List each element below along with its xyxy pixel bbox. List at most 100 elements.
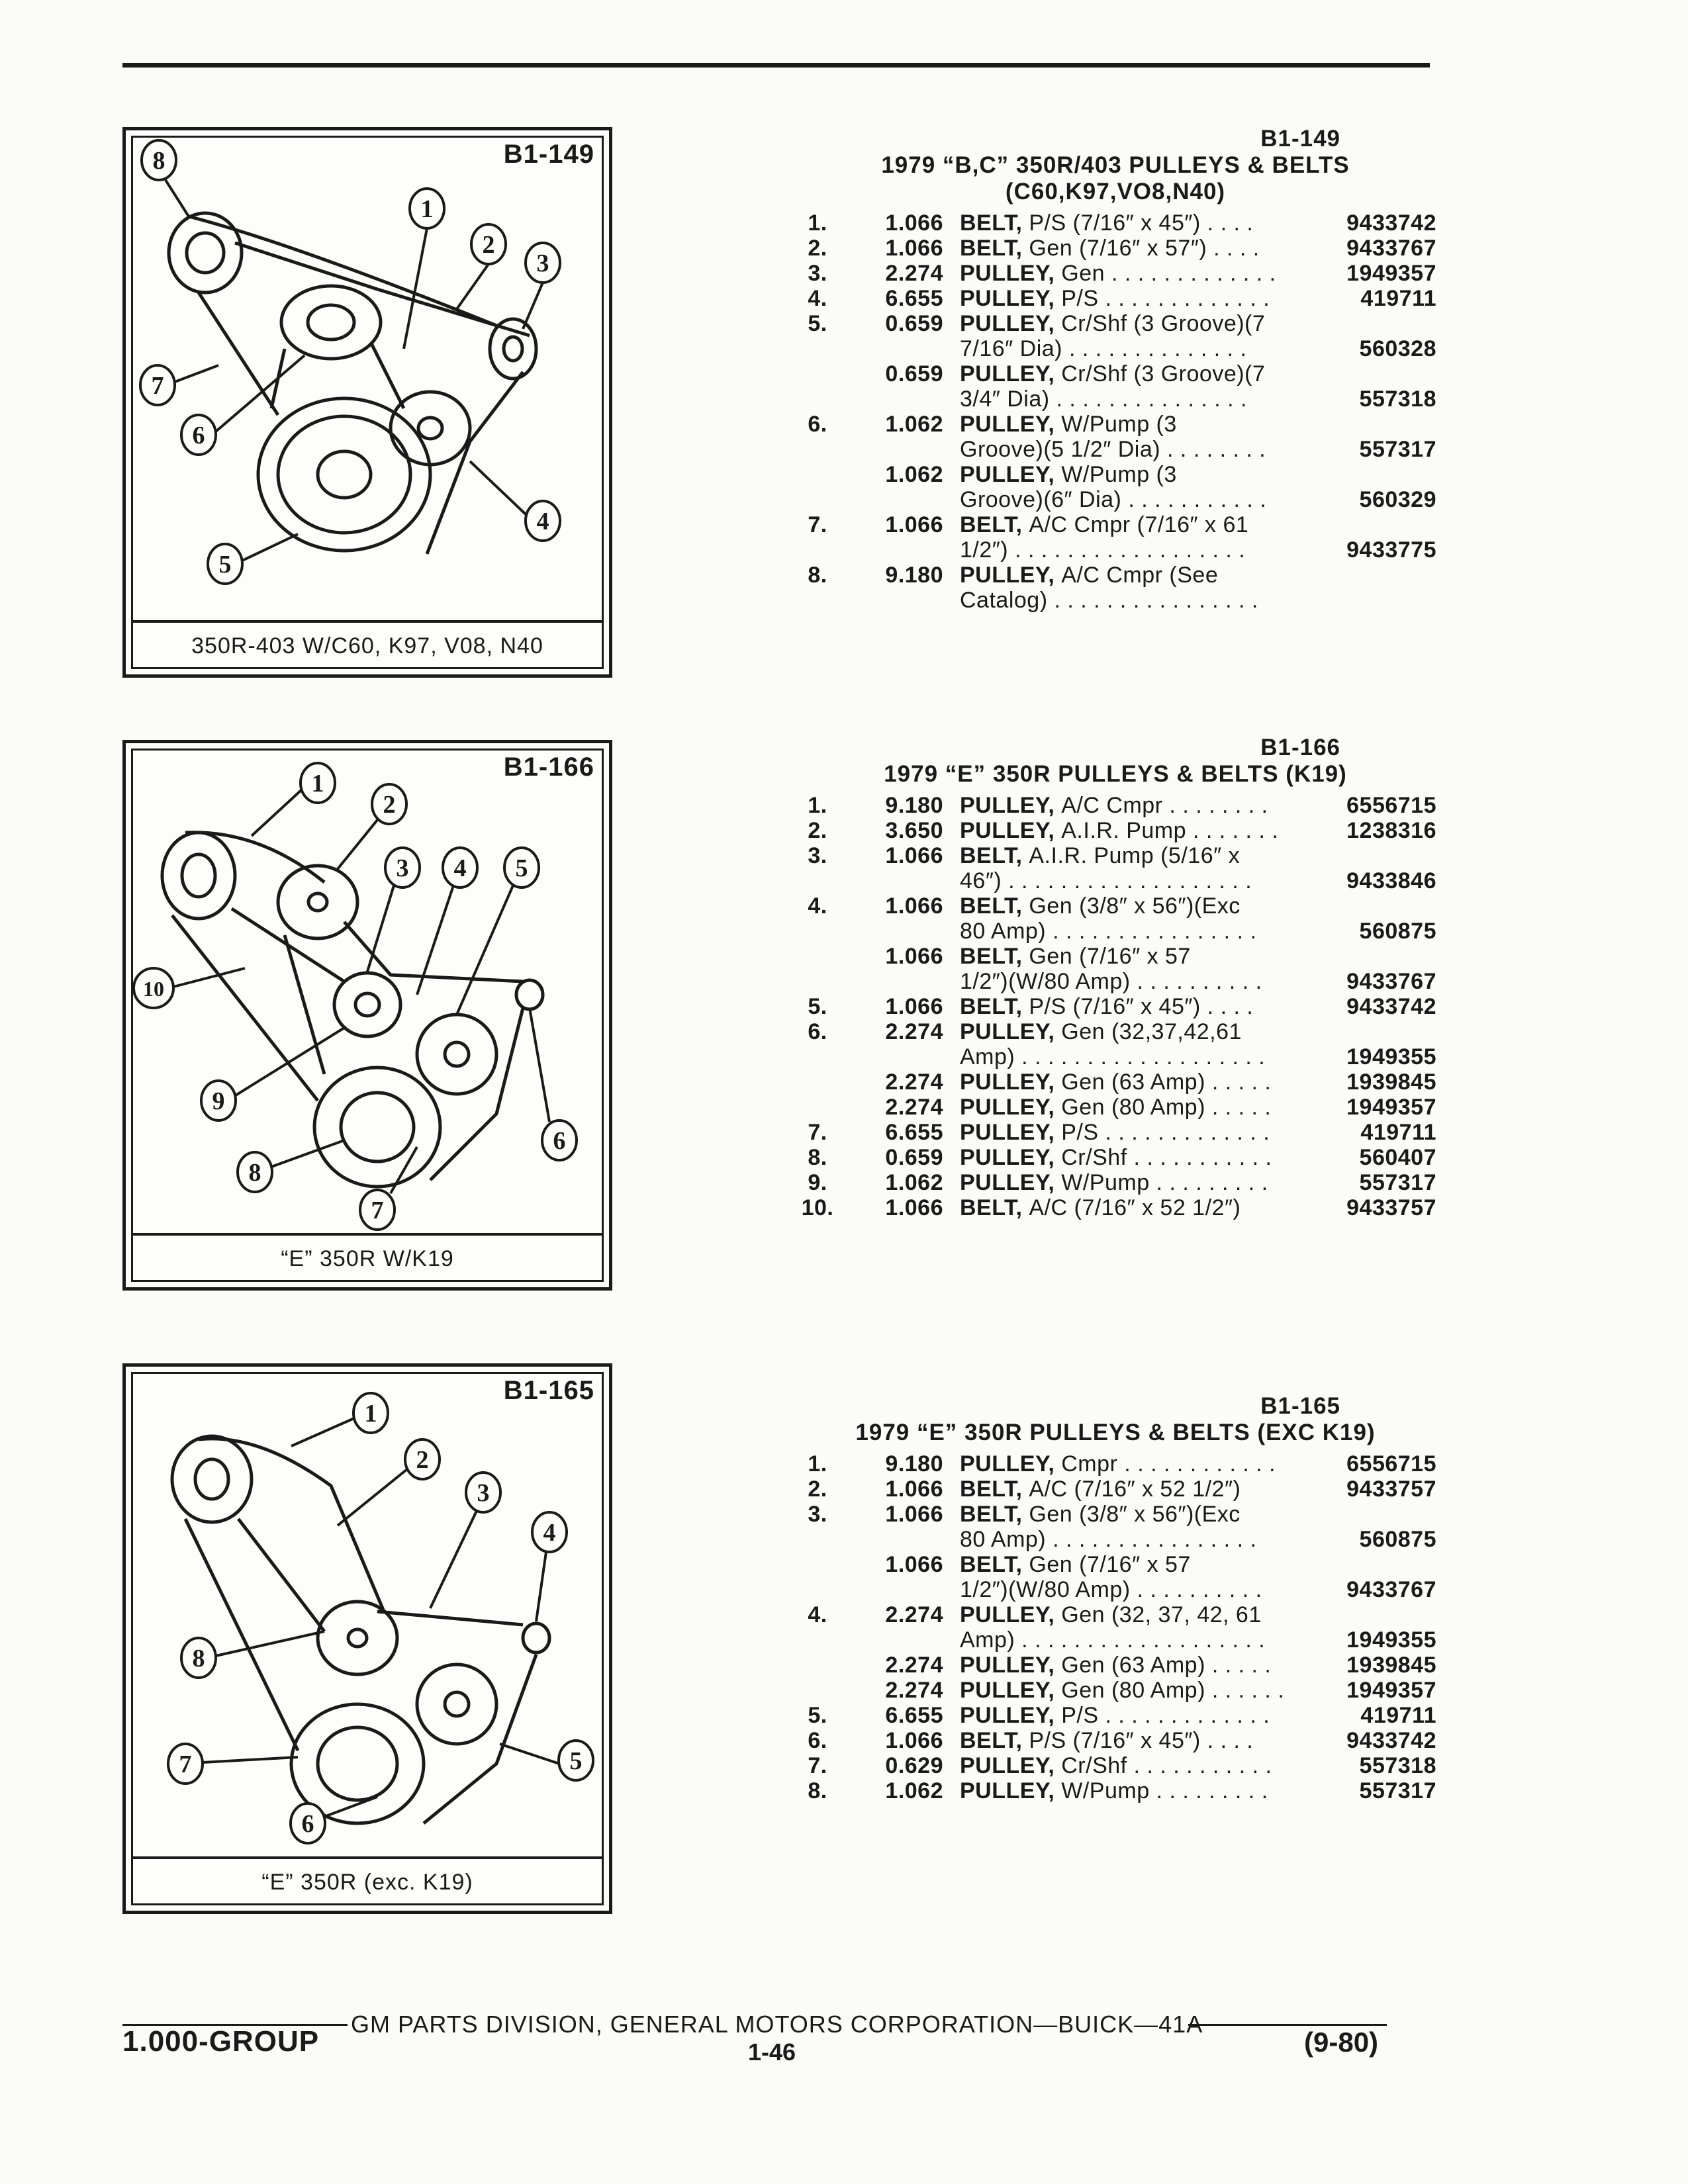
top-rule [122,63,1430,68]
quantity: 1.066 [885,944,943,969]
footer-corporation: GM PARTS DIVISION, GENERAL MOTORS CORPOR… [351,2011,1203,2038]
part-type: BELT, [960,1552,1029,1577]
quantity [844,437,960,462]
quantity: 1.062 [885,462,943,487]
part-number: 6556715 [1346,793,1436,818]
quantity: 9.180 [885,563,943,588]
callout-label: 1 [421,195,434,223]
section-title: 1979 “B,C” 350R/403 PULLEYS & BELTS [881,152,1350,178]
part-detail: A/C Cmpr (See [1061,563,1219,588]
revision-date: (9-80) [1304,2026,1379,2058]
quantity: 3.650 [885,818,943,843]
quantity [844,537,960,563]
quantity: 1.066 [885,512,943,537]
part-detail: A/C (7/16″ x 52 1/2″) [1029,1195,1241,1220]
figure-b1-165: B1-165 [122,1363,612,1914]
callout-label: 3 [397,854,409,882]
part-type: PULLEY, [960,1145,1062,1170]
callout-label: 1 [312,770,324,797]
part-description: 3/4″ Dia) . . . . . . . . . . . . . . . [960,387,1317,412]
item-number: 6. [808,1019,827,1044]
quantity: 1.066 [885,1477,943,1502]
quantity: 1.066 [885,210,943,236]
part-detail: 80 Amp) . . . . . . . . . . . . . . . . [960,1527,1257,1552]
part-type: PULLEY, [960,1753,1062,1778]
item-number: 1. [808,1451,827,1477]
callout-label: 4 [537,508,549,535]
item-number [791,387,844,412]
part-number: 9433767 [1346,1577,1436,1602]
item-number [791,336,844,361]
callout-label: 6 [193,422,205,449]
part-detail: A/C Cmpr (7/16″ x 61 [1029,512,1249,537]
part-number: 1238316 [1346,818,1436,843]
part-detail: Cr/Shf (3 Groove)(7 [1061,361,1266,387]
part-detail: P/S (7/16″ x 45″) . . . . [1029,994,1254,1019]
part-description: BELT, P/S (7/16″ x 45″) . . . . [960,1728,1317,1753]
quantity: 1.062 [885,1170,943,1195]
quantity: 2.274 [885,261,943,286]
figure-caption: “E” 350R (exc. K19) [131,1856,604,1905]
quantity [844,588,960,613]
part-number: 1949357 [1346,1095,1436,1120]
quantity: 1.066 [885,1195,943,1220]
part-description: PULLEY, Cr/Shf . . . . . . . . . . . [960,1145,1317,1170]
part-type: PULLEY, [960,361,1062,387]
quantity: 1.066 [885,1552,943,1577]
part-number [1317,1602,1436,1627]
part-description: BELT, Gen (3/8″ x 56″)(Exc [960,1502,1317,1527]
part-description: PULLEY, Gen (32,37,42,61 [960,1019,1317,1044]
item-number [791,1678,844,1703]
part-description: Amp) . . . . . . . . . . . . . . . . . .… [960,1627,1317,1653]
quantity: 0.659 [885,311,943,336]
part-type: PULLEY, [960,793,1062,818]
part-number [1317,563,1436,588]
item-number [791,1069,844,1095]
parts-row: 7/16″ Dia) . . . . . . . . . . . . . .56… [791,336,1440,361]
part-detail: Catalog) . . . . . . . . . . . . . . . . [960,588,1258,613]
part-detail: Gen (32,37,42,61 [1061,1019,1242,1044]
part-description: Groove)(6″ Dia) . . . . . . . . . . . [960,487,1317,512]
part-type: BELT, [960,1502,1029,1527]
quantity: 2.274 [885,1095,943,1120]
part-detail: Groove)(6″ Dia) . . . . . . . . . . . [960,487,1267,512]
part-number: 557317 [1359,1778,1436,1803]
item-number [791,437,844,462]
part-detail: Gen (63 Amp) . . . . . [1061,1069,1272,1095]
part-detail: A/C (7/16″ x 52 1/2″) [1029,1477,1241,1502]
part-type: PULLEY, [960,1653,1062,1678]
part-number: 9433775 [1346,537,1436,563]
part-type: BELT, [960,1195,1029,1220]
quantity [844,387,960,412]
part-description: PULLEY, A/C Cmpr (See [960,563,1317,588]
part-detail: P/S (7/16″ x 45″) . . . . [1029,1728,1254,1753]
part-description: BELT, A/C (7/16″ x 52 1/2″) [960,1195,1317,1220]
part-description: PULLEY, Gen (32, 37, 42, 61 [960,1602,1317,1627]
part-detail: Gen (3/8″ x 56″)(Exc [1029,1502,1241,1527]
part-detail: 80 Amp) . . . . . . . . . . . . . . . . [960,919,1257,944]
part-detail: Amp) . . . . . . . . . . . . . . . . . .… [960,1627,1266,1653]
section-id: B1-149 [1260,126,1340,152]
part-type: PULLEY, [960,261,1062,286]
part-number: 9433767 [1346,969,1436,994]
section-title: 1979 “E” 350R PULLEYS & BELTS (K19) [884,761,1347,787]
item-number [791,868,844,893]
quantity: 1.066 [885,1502,943,1527]
quantity: 2.274 [885,1653,943,1678]
part-type: BELT, [960,944,1029,969]
item-number: 3. [808,843,827,868]
item-number [791,919,844,944]
item-number [791,1527,844,1552]
